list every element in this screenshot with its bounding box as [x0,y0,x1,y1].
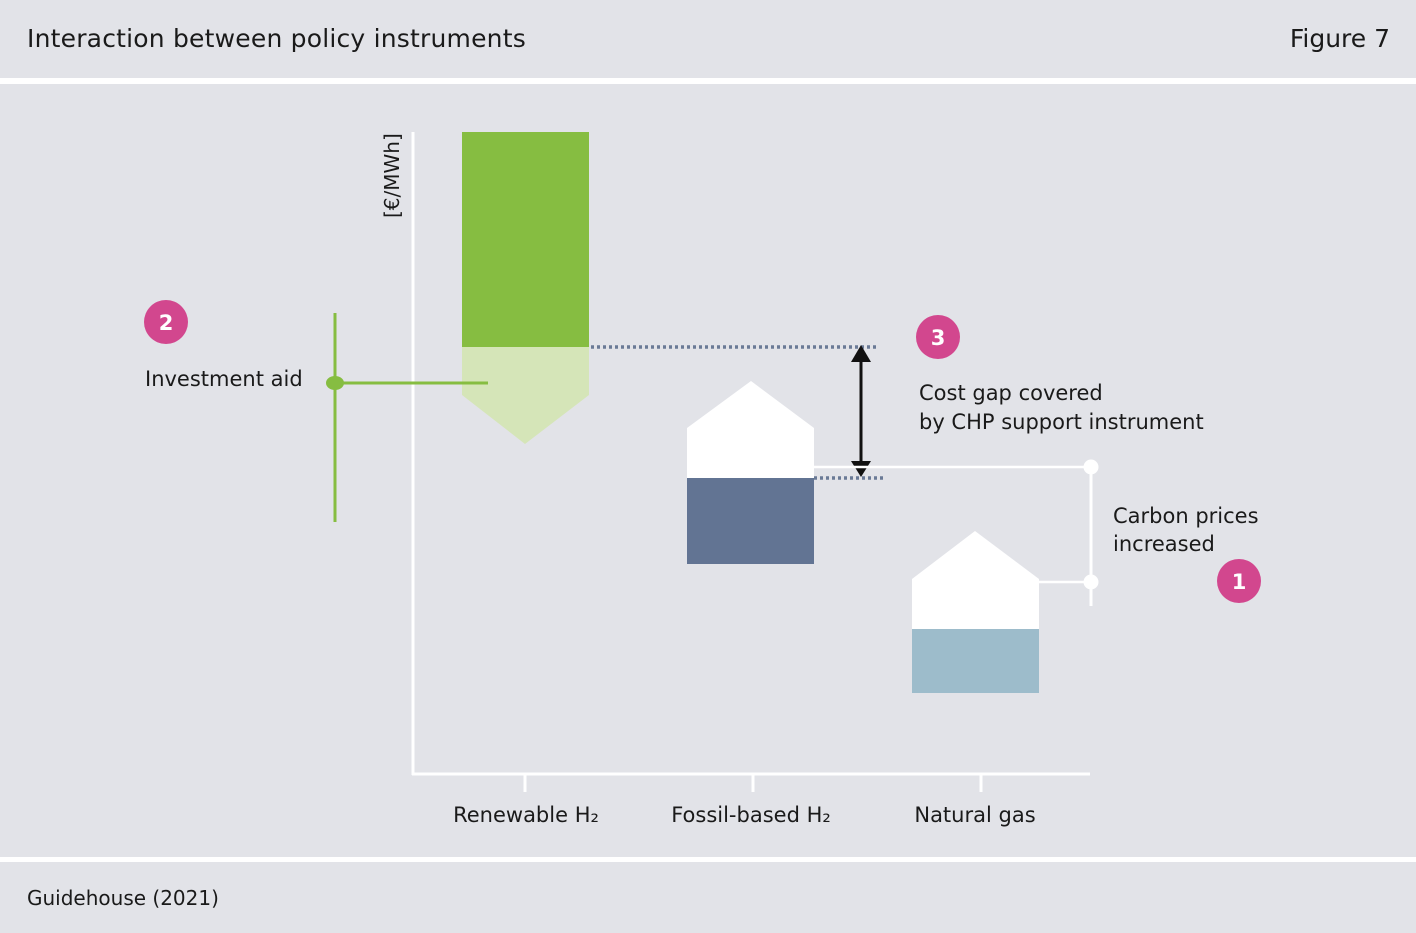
fossil-carbon-price-house [687,381,814,478]
cost-gap-label-line2: by CHP support instrument [919,410,1204,434]
gas-carbon-price-house [912,531,1039,629]
cost-gap-label-line1: Cost gap covered [919,381,1103,405]
carbon-prices-label-line1: Carbon prices [1113,504,1259,528]
category-label-renewable: Renewable H₂ [453,803,599,827]
badge-1-number: 1 [1232,570,1247,594]
badge-2-number: 2 [159,311,174,335]
figure-title: Interaction between policy instruments [27,24,526,53]
header-band: Interaction between policy instruments F… [0,0,1416,78]
badge-2-circle [144,300,188,344]
renewable-investment-aid-arrow [462,347,589,444]
cost-gap-arrow-head-down [851,461,871,477]
cost-gap-arrow-head-up [851,345,871,362]
investment-aid-dot [326,376,344,390]
badge-3-number: 3 [931,326,946,350]
carbon-prices-label-line2: increased [1113,532,1215,556]
carbon-bracket-dot-top [1083,459,1099,475]
figure-number: Figure 7 [1289,24,1390,53]
investment-aid-label: Investment aid [145,367,303,391]
renewable-cost-bar [462,132,589,347]
gas-cost-bar [912,629,1039,693]
badge-1-circle [1217,559,1261,603]
category-label-natural-gas: Natural gas [914,803,1035,827]
y-axis-unit: [€/MWh] [380,133,404,218]
category-label-fossil: Fossil-based H₂ [671,803,831,827]
source-credit: Guidehouse (2021) [27,886,219,910]
badge-3-circle [916,315,960,359]
carbon-bracket-dot-bottom [1083,574,1099,590]
fossil-cost-bar [687,478,814,564]
footer-band: Guidehouse (2021) [0,862,1416,933]
